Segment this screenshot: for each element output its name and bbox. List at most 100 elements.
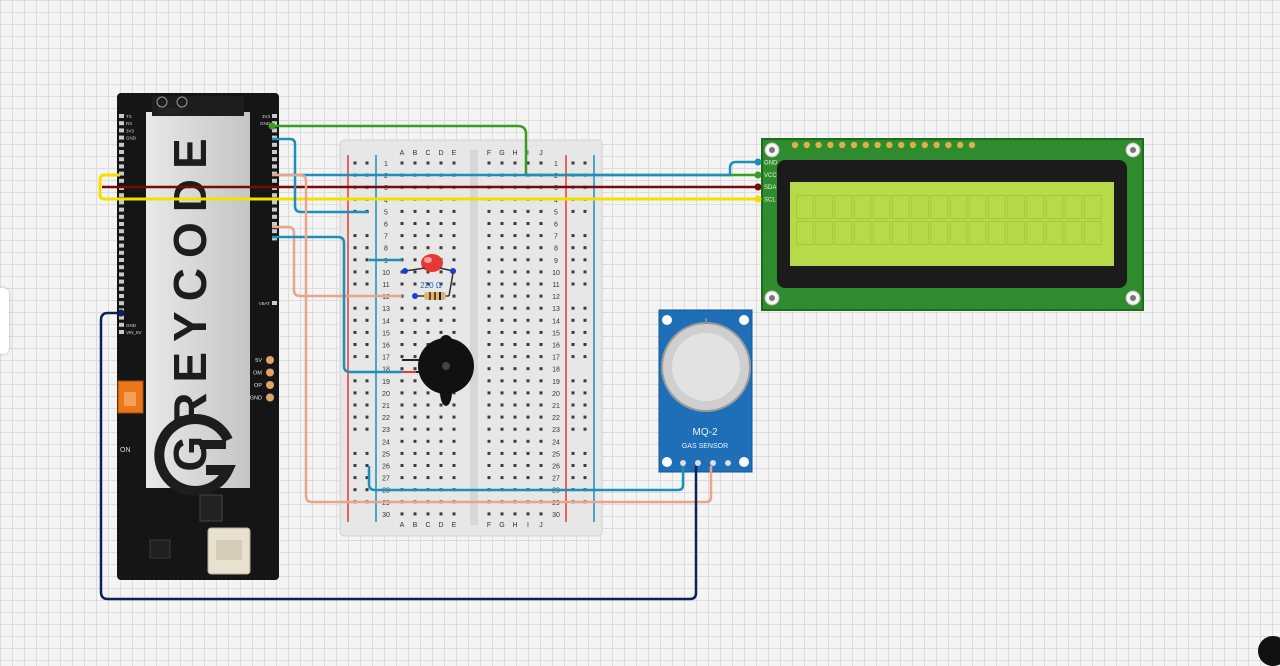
board-pin[interactable] (119, 128, 124, 133)
row-number: 16 (552, 343, 560, 350)
board-pin[interactable] (119, 272, 124, 277)
row-number: 16 (382, 343, 390, 350)
board-pin-label: 3V3 (262, 114, 271, 119)
wire-salmon-resistor[interactable] (272, 225, 402, 298)
column-label: A (400, 522, 405, 529)
sensor-pin-ao[interactable] (725, 460, 731, 466)
board-pin[interactable] (119, 279, 124, 284)
board-pin[interactable] (272, 200, 277, 205)
wire-blue-sensor[interactable] (367, 466, 685, 492)
column-label: I (527, 522, 529, 529)
board-pin[interactable] (272, 229, 277, 234)
wire-navy-sensor-gnd[interactable] (99, 311, 698, 601)
board-pin[interactable] (272, 214, 277, 219)
row-number: 14 (382, 318, 390, 325)
board-pin[interactable] (119, 142, 124, 147)
board-pin[interactable] (119, 207, 124, 212)
board-pin[interactable] (272, 193, 277, 198)
mq2-gas-sensor[interactable]: MQ-2 GAS SENSOR (658, 309, 753, 473)
board-pin[interactable] (119, 200, 124, 205)
board-pin[interactable] (272, 121, 277, 126)
wires[interactable] (98, 122, 762, 601)
column-label: H (512, 522, 517, 529)
board-pin[interactable] (272, 135, 277, 140)
sensor-label: GAS SENSOR (682, 443, 728, 450)
board-pin[interactable] (272, 178, 277, 183)
board-pin[interactable] (119, 193, 124, 198)
board-pin[interactable] (119, 178, 124, 183)
power-pad[interactable] (266, 381, 274, 389)
lcd-character-cells (796, 195, 1102, 245)
board-pin[interactable] (272, 236, 277, 241)
board-pin[interactable] (119, 164, 124, 169)
board-pin[interactable] (272, 301, 277, 305)
row-number: 15 (382, 330, 390, 337)
piezo-buzzer[interactable] (402, 335, 474, 406)
board-pin[interactable] (272, 171, 277, 176)
board-pin-label: 3V3 (126, 128, 135, 133)
board-pin-label: GND (126, 323, 137, 328)
board-pin[interactable] (119, 222, 124, 226)
board-pin[interactable] (272, 157, 277, 162)
board-pin[interactable] (119, 301, 124, 306)
board-pin[interactable] (119, 330, 124, 334)
wire-blue-buzzer[interactable] (272, 235, 402, 374)
resistor[interactable]: 220 Ω (412, 272, 454, 300)
board-pin[interactable] (119, 229, 124, 234)
sensor-pin-gnd[interactable] (695, 460, 701, 466)
board-pin[interactable] (119, 157, 124, 162)
board-pin[interactable] (272, 222, 277, 226)
board-pin[interactable] (272, 207, 277, 212)
corner-control[interactable] (1258, 636, 1280, 666)
board-pin[interactable] (119, 150, 124, 154)
row-number: 13 (382, 306, 390, 313)
board-pin[interactable] (119, 135, 124, 140)
board-pin[interactable] (119, 171, 124, 176)
row-number: 17 (552, 355, 560, 362)
power-pad[interactable] (266, 356, 274, 364)
sensor-model: MQ-2 (693, 427, 718, 438)
board-pin[interactable] (272, 142, 277, 147)
column-label: E (452, 522, 457, 529)
board-pin[interactable] (272, 164, 277, 169)
board-pin[interactable] (119, 121, 124, 126)
red-led[interactable] (402, 254, 456, 274)
power-pad[interactable] (266, 393, 274, 402)
wire-green-3v3[interactable] (272, 124, 758, 177)
board-pin[interactable] (272, 150, 277, 154)
sensor-pin-vcc[interactable] (680, 460, 686, 466)
board-pin[interactable] (119, 258, 124, 262)
wire-yellow-scl[interactable] (98, 173, 758, 201)
wire-blue-gnd-lcd[interactable] (272, 160, 758, 177)
side-panel-handle[interactable] (0, 288, 9, 354)
column-label: F (487, 522, 491, 529)
wire-salmon-sensor[interactable] (272, 173, 713, 504)
board-pin[interactable] (119, 294, 124, 298)
board-pin[interactable] (119, 265, 124, 270)
power-pad[interactable] (266, 368, 274, 377)
column-label: I (527, 150, 529, 157)
board-pin[interactable] (119, 114, 124, 118)
row-number: 4 (554, 197, 558, 204)
sensor-pin-do[interactable] (710, 460, 716, 466)
board-pin[interactable] (272, 114, 277, 118)
board-pin-label: TX (126, 114, 132, 119)
board-pin[interactable] (272, 128, 277, 133)
board-pin[interactable] (119, 286, 124, 291)
row-number: 22 (382, 415, 390, 422)
board-pin[interactable] (119, 236, 124, 241)
row-number: 13 (552, 306, 560, 313)
board-pin[interactable] (119, 243, 124, 248)
board-pin[interactable] (119, 214, 124, 219)
row-number: 23 (382, 427, 390, 434)
board-pin[interactable] (119, 250, 124, 255)
board-pin[interactable] (119, 322, 124, 327)
board-pin[interactable] (119, 315, 124, 320)
